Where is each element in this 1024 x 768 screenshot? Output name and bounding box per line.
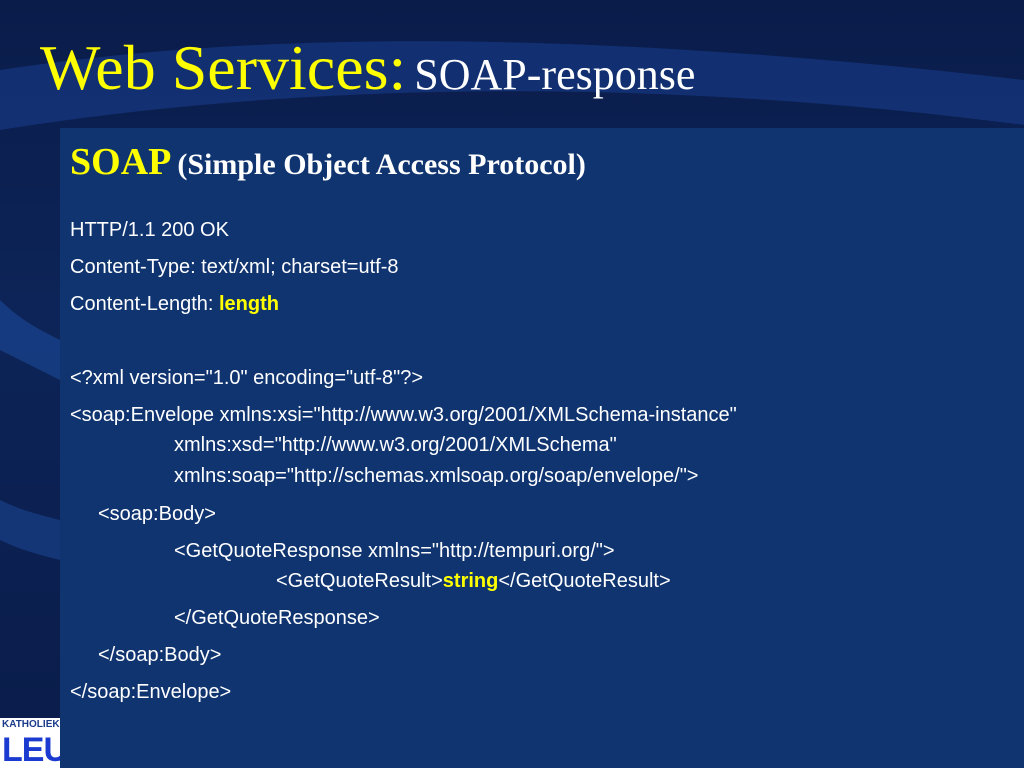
logo-bottom-text: LEUVEN xyxy=(0,732,60,768)
content-length-line: Content-Length: length xyxy=(70,292,279,316)
body-close-line: </soap:Body> xyxy=(98,644,222,666)
getquoteresult-open-tag: <GetQuoteResult> xyxy=(276,570,443,592)
getquoteresult-value: string xyxy=(442,570,499,592)
content-panel: SOAP (Simple Object Access Protocol) HTT… xyxy=(60,128,1024,768)
slide-title-main: Web Services: xyxy=(40,32,407,103)
envelope-soap-line: xmlns:soap="http://schemas.xmlsoap.org/s… xyxy=(174,465,699,487)
slide-title: Web Services: SOAP-response xyxy=(40,36,695,100)
getquoteresponse-close-line: </GetQuoteResponse> xyxy=(174,607,380,629)
envelope-xsd-line: xmlns:xsd="http://www.w3.org/2001/XMLSch… xyxy=(174,434,617,456)
logo-top-text: KATHOLIEKE xyxy=(0,718,60,732)
envelope-close-line: </soap:Envelope> xyxy=(70,681,232,703)
body-open-line: <soap:Body> xyxy=(98,503,216,525)
content-length-value: length xyxy=(219,293,279,315)
panel-heading: SOAP (Simple Object Access Protocol) xyxy=(70,140,586,186)
getquoteresult-close-tag: </GetQuoteResult> xyxy=(498,570,671,592)
getquoteresult-line: <GetQuoteResult>string</GetQuoteResult> xyxy=(276,569,671,593)
slide-title-sub: SOAP-response xyxy=(414,50,696,99)
getquoteresponse-open-line: <GetQuoteResponse xmlns="http://tempuri.… xyxy=(174,540,615,562)
content-type-line: Content-Type: text/xml; charset=utf-8 xyxy=(70,256,399,278)
http-status-line: HTTP/1.1 200 OK xyxy=(70,219,229,241)
university-logo: KATHOLIEKE LEUVEN xyxy=(0,718,60,768)
content-length-label: Content-Length: xyxy=(70,293,219,315)
panel-heading-main: SOAP xyxy=(70,141,172,183)
panel-heading-sub: (Simple Object Access Protocol) xyxy=(177,148,586,181)
envelope-open-line: <soap:Envelope xmlns:xsi="http://www.w3.… xyxy=(70,404,737,426)
xml-declaration-line: <?xml version="1.0" encoding="utf-8"?> xyxy=(70,367,424,389)
